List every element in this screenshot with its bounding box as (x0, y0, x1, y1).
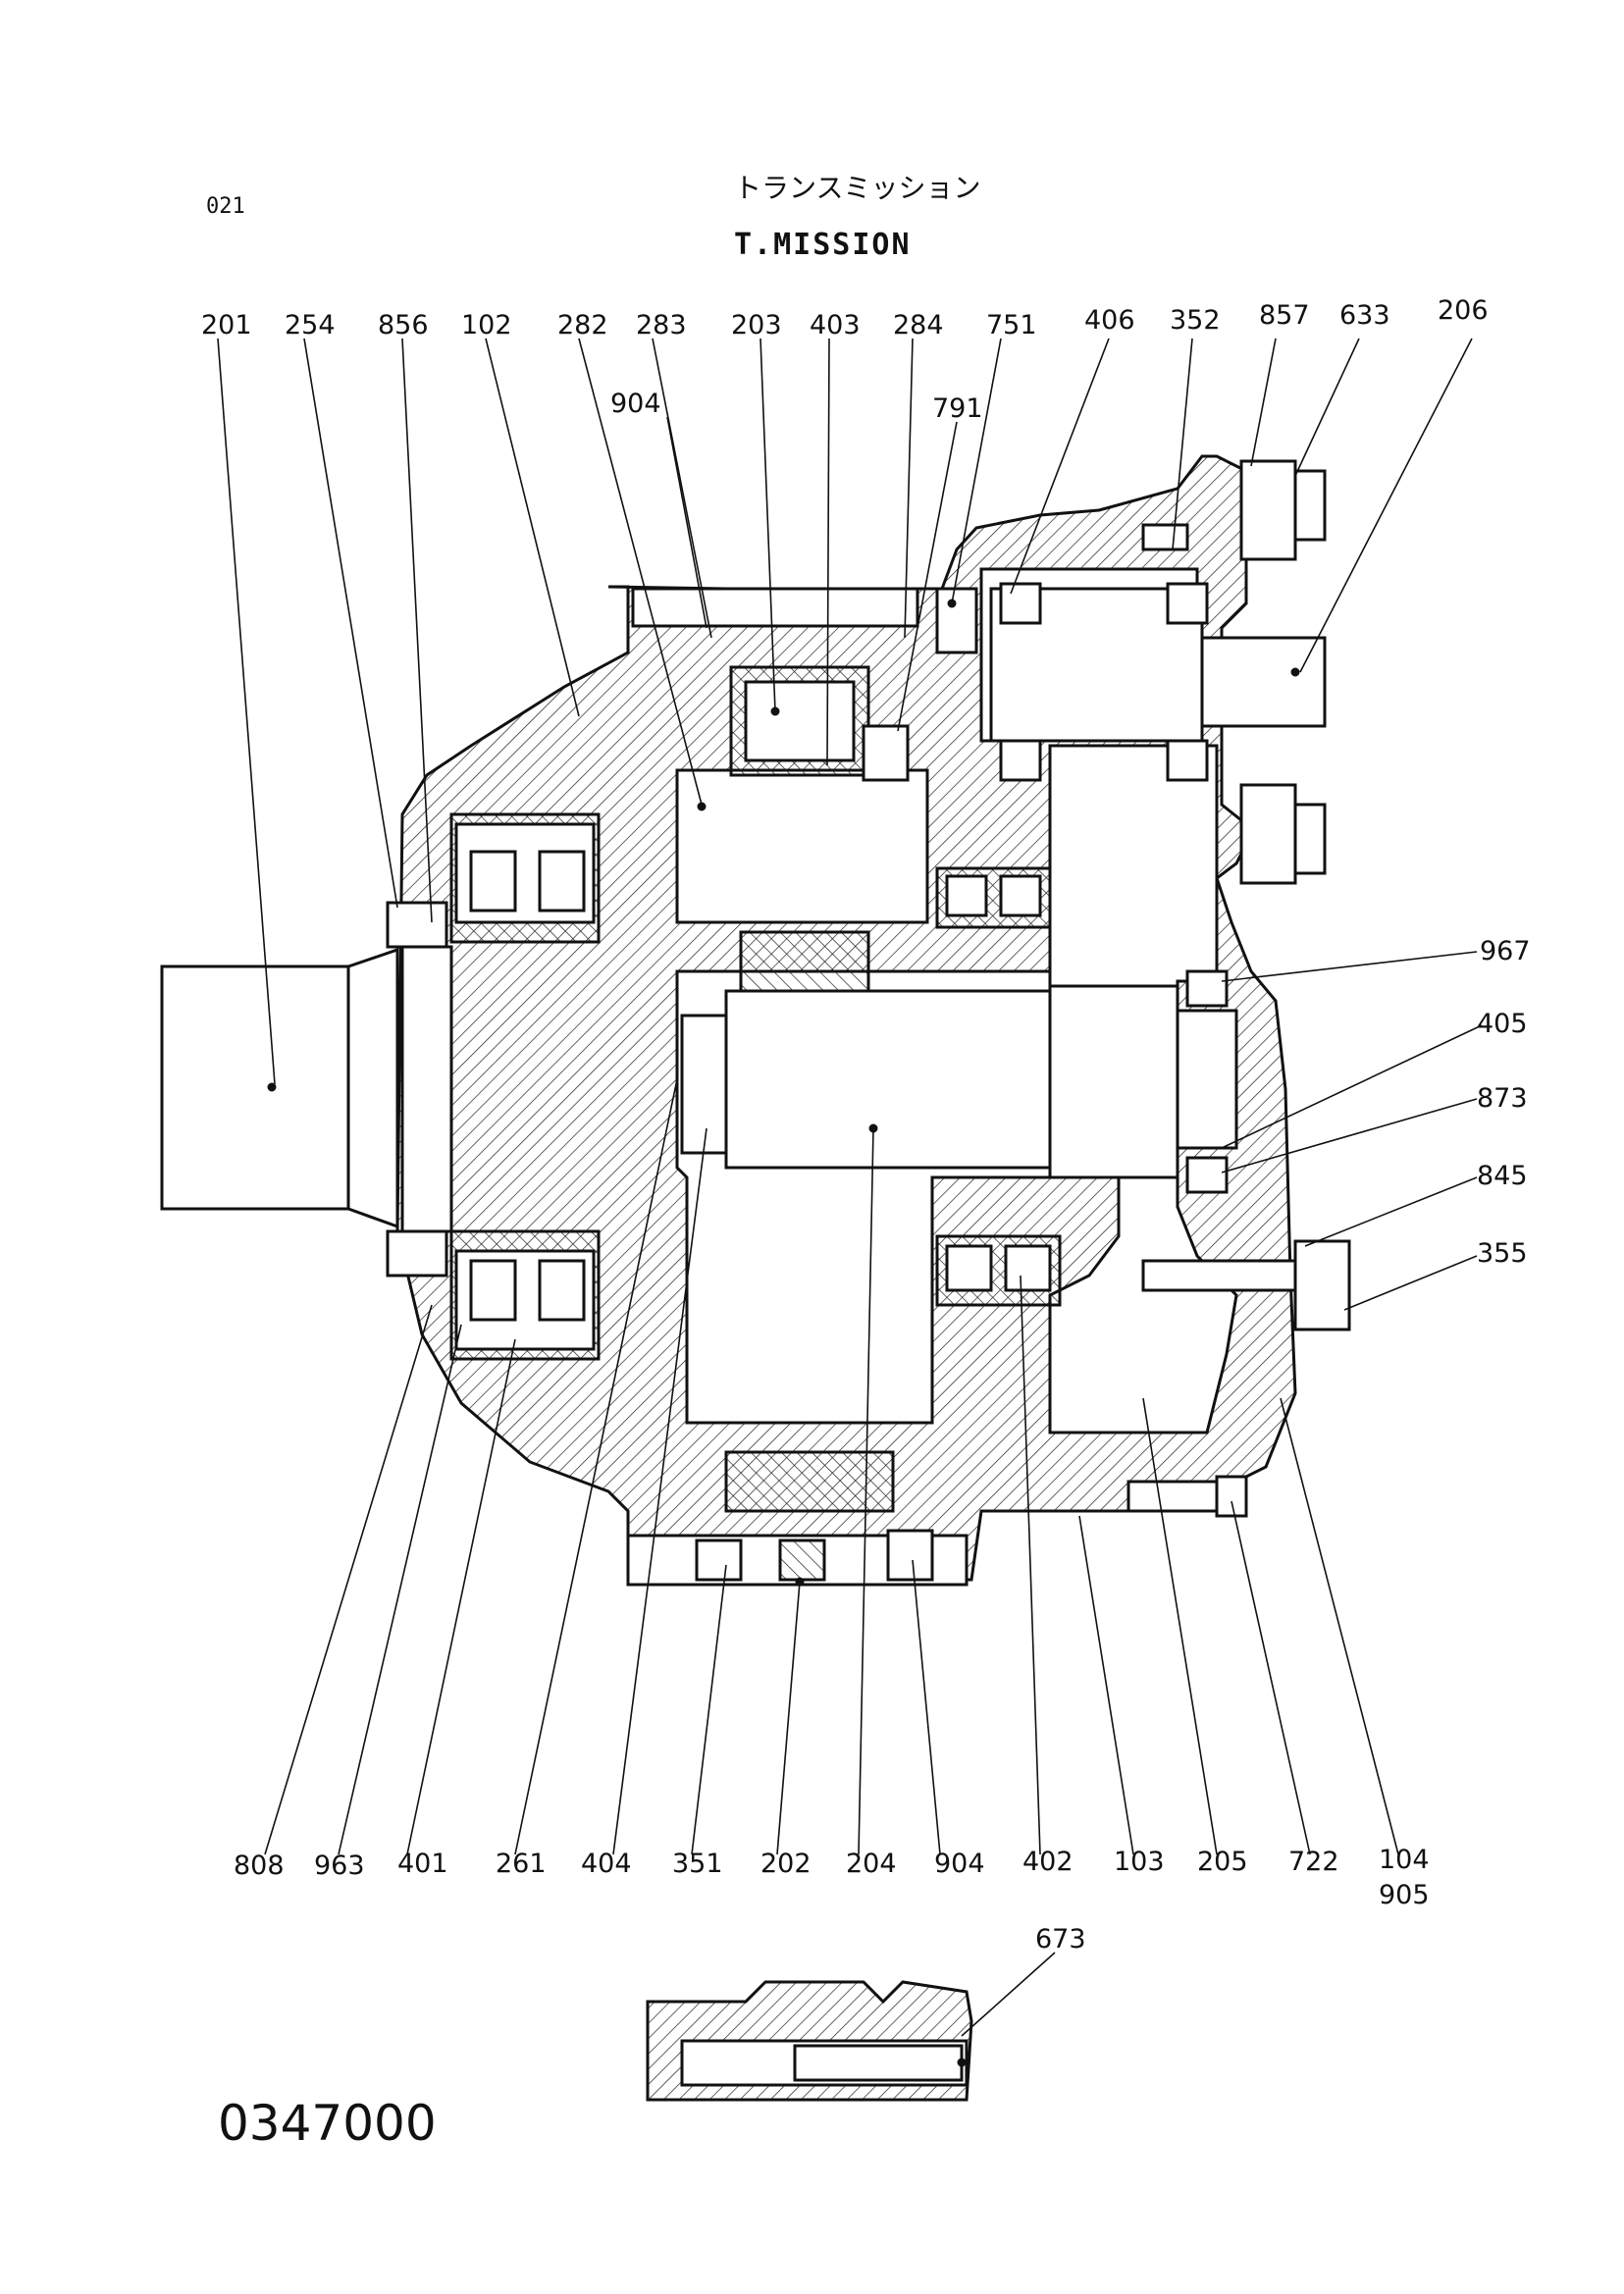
part-label-202: 202 (760, 1849, 812, 1879)
part-label-206: 206 (1438, 295, 1489, 326)
part-label-857: 857 (1259, 300, 1310, 331)
part-label-103: 103 (1114, 1847, 1165, 1877)
input-shaft-201 (160, 947, 399, 1229)
gear-282 (675, 768, 929, 924)
output-shaft-206 (989, 523, 1327, 782)
part-label-904-top: 904 (610, 389, 661, 419)
part-label-904-bottom: 904 (934, 1849, 985, 1879)
part-label-261: 261 (496, 1849, 547, 1879)
part-label-402: 402 (1022, 1847, 1074, 1877)
part-label-254: 254 (285, 310, 336, 340)
part-label-673: 673 (1035, 1924, 1086, 1955)
part-label-203: 203 (731, 310, 782, 340)
part-label-751: 751 (986, 310, 1037, 340)
part-label-403: 403 (810, 310, 861, 340)
part-label-404: 404 (581, 1849, 632, 1879)
part-labels: 201 254 856 102 282 283 203 403 284 751 … (201, 295, 1531, 1955)
part-label-845: 845 (1477, 1161, 1528, 1191)
title-english: T.MISSION (734, 228, 912, 262)
title-japanese: トランスミッション (734, 172, 981, 204)
part-label-633: 633 (1339, 300, 1390, 331)
part-label-104: 104 (1379, 1845, 1430, 1875)
bearing-402 (935, 866, 1062, 1307)
detail-view-673 (646, 1980, 973, 2102)
part-label-856: 856 (378, 310, 429, 340)
part-label-722: 722 (1288, 1847, 1339, 1877)
part-label-967: 967 (1480, 936, 1531, 966)
upper-gear-203 (631, 587, 978, 782)
part-label-808: 808 (234, 1851, 285, 1881)
leader-lines (217, 338, 1483, 2037)
bottom-gear-202 (626, 1450, 969, 1587)
part-label-205: 205 (1197, 1847, 1248, 1877)
part-label-406: 406 (1084, 305, 1135, 336)
main-shaft-204 (680, 930, 1238, 1194)
part-label-401: 401 (397, 1849, 448, 1879)
drawing-number: 0347000 (218, 2095, 437, 2152)
part-label-204: 204 (846, 1849, 897, 1879)
part-label-282: 282 (557, 310, 608, 340)
plug-355 (1126, 1239, 1351, 1518)
part-label-791: 791 (932, 393, 983, 424)
left-bearings-401 (386, 812, 601, 1361)
part-label-201: 201 (201, 310, 252, 340)
part-label-102: 102 (461, 310, 512, 340)
flange-bolts-633 (1239, 459, 1327, 885)
part-label-284: 284 (893, 310, 944, 340)
part-label-405: 405 (1477, 1009, 1528, 1039)
part-label-351: 351 (672, 1849, 723, 1879)
part-label-873: 873 (1477, 1083, 1528, 1114)
part-label-283: 283 (636, 310, 687, 340)
part-label-352: 352 (1170, 305, 1221, 336)
page-number: 021 (206, 194, 245, 219)
part-label-905: 905 (1379, 1880, 1430, 1910)
part-label-963: 963 (314, 1851, 365, 1881)
part-label-355: 355 (1477, 1238, 1528, 1269)
